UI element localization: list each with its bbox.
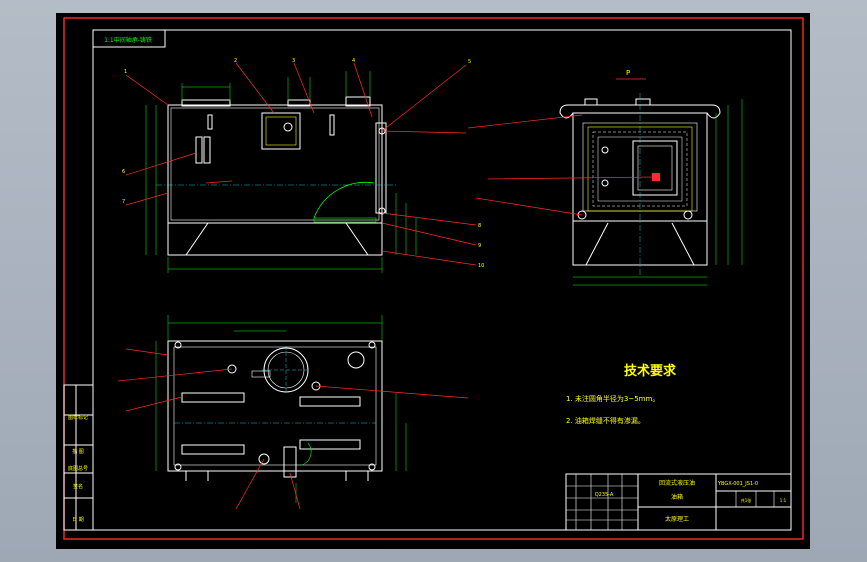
balloon-9: 9 bbox=[478, 243, 481, 249]
tech-note-1: 1. 未注圆角半径为3~5mm。 bbox=[566, 394, 659, 403]
company: 太原理工 bbox=[665, 515, 689, 523]
part-sub: 油箱 bbox=[671, 493, 683, 501]
strip-label-1: 描 图 bbox=[72, 448, 84, 455]
part-name: 回流式液压油 bbox=[659, 479, 695, 487]
strip-label-3: 签名 bbox=[73, 483, 83, 490]
balloon-3: 3 bbox=[292, 58, 295, 64]
material: Q235-A bbox=[595, 492, 614, 498]
drawing-number: YBGX-001_JS1-0 bbox=[717, 481, 758, 487]
top-left-tag: 1:1中间轴承-铸铁 bbox=[104, 36, 152, 44]
balloon-10: 10 bbox=[478, 263, 484, 269]
drawing-canvas: 1:1中间轴承-铸铁 图样标记 描 图 底图总号 签名 日 期 bbox=[63, 17, 804, 540]
drawing-frame bbox=[92, 29, 792, 531]
strip-label-4: 日 期 bbox=[72, 517, 84, 523]
sheet-count: 共1张 bbox=[741, 497, 752, 503]
strip-label-2: 底图总号 bbox=[68, 465, 88, 472]
front-view: 1 2 3 4 5 6 7 8 9 10 bbox=[122, 58, 484, 273]
top-left-tag-box bbox=[92, 29, 166, 48]
sheet-border bbox=[63, 17, 804, 540]
balloon-2: 2 bbox=[234, 58, 237, 64]
cad-viewport[interactable]: 1:1中间轴承-铸铁 图样标记 描 图 底图总号 签名 日 期 bbox=[56, 13, 810, 549]
tech-requirements-title: 技术要求 bbox=[624, 363, 677, 379]
side-view: P bbox=[467, 69, 743, 286]
balloon-4: 4 bbox=[352, 58, 355, 64]
left-strip: 图样标记 描 图 底图总号 签名 日 期 bbox=[63, 384, 94, 531]
tech-note-2: 2. 油箱焊缝不得有渗漏。 bbox=[566, 416, 645, 425]
balloon-6: 6 bbox=[122, 169, 125, 175]
view-letter: P bbox=[626, 69, 630, 77]
title-block: 回流式液压油 油箱 YBGX-001_JS1-0 Q235-A 太原理工 1:1… bbox=[565, 473, 792, 531]
balloon-7: 7 bbox=[122, 199, 125, 205]
strip-label-0: 图样标记 bbox=[68, 414, 88, 421]
top-view bbox=[117, 315, 469, 510]
balloon-8: 8 bbox=[478, 223, 481, 229]
scale: 1:1 bbox=[780, 498, 787, 503]
balloon-1: 1 bbox=[124, 69, 127, 75]
balloon-5: 5 bbox=[468, 59, 471, 65]
